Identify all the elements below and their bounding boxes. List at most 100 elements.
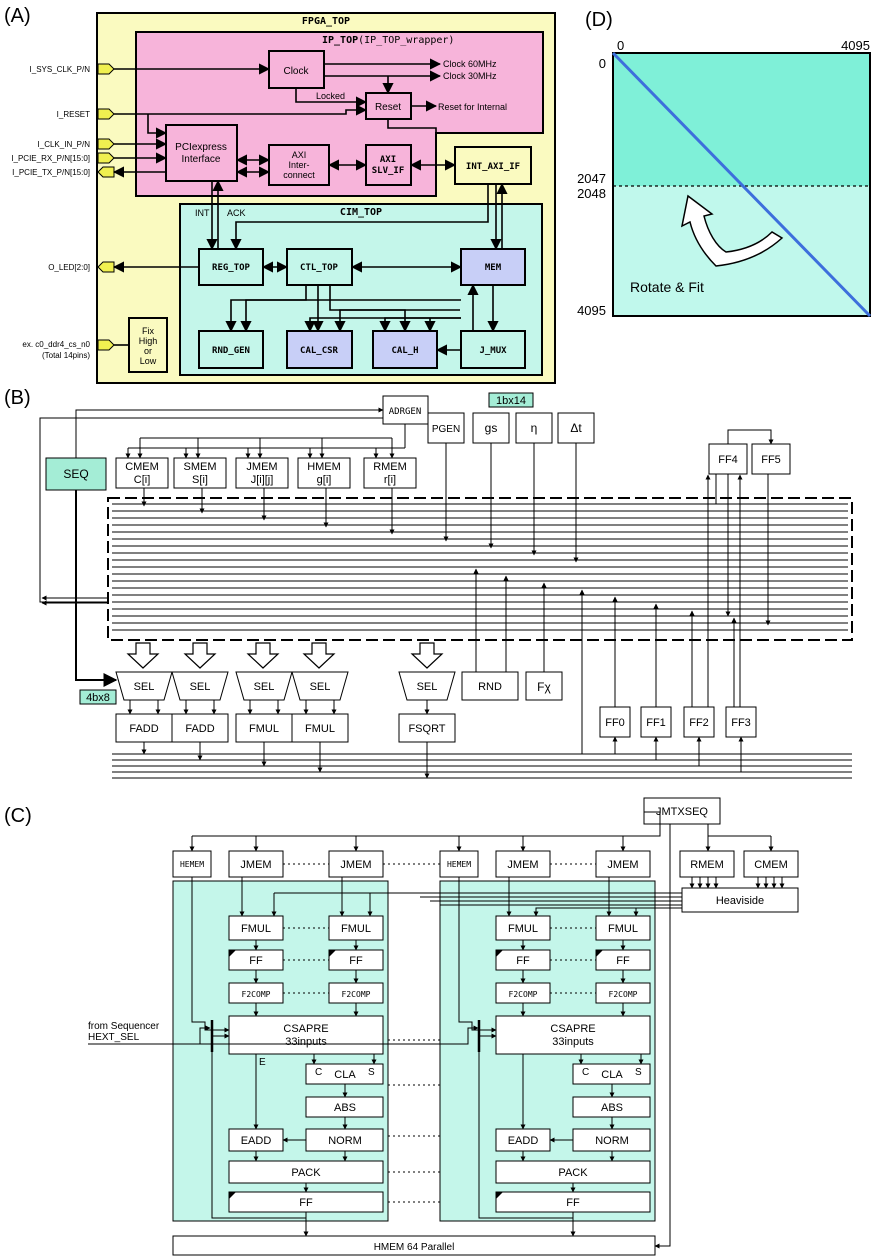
reg-top-label: REG_TOP	[212, 263, 251, 273]
lane-1-ff-out-label: FF	[299, 1197, 313, 1209]
lane-2-csapre	[495, 1015, 651, 1055]
rmem-block-c	[679, 850, 735, 878]
hemem-1-label: HEMEM	[180, 860, 204, 869]
pin-label-clk-in: I_CLK_IN_P/N	[38, 140, 91, 149]
fadd-1-label: FADD	[129, 723, 158, 735]
jmem-1a-label: JMEM	[240, 859, 271, 871]
hmem-parallel-label: HMEM 64 Parallel	[374, 1242, 455, 1253]
sel-5	[398, 671, 456, 701]
lane-1-pack-label: PACK	[291, 1167, 321, 1179]
sel-blocks	[115, 671, 456, 701]
d-row-2048: 2048	[577, 186, 606, 201]
jmem-2b-block	[595, 850, 651, 878]
top-memories	[172, 850, 799, 913]
matrix-top-region	[613, 53, 870, 186]
panel-a-wires	[112, 58, 508, 356]
jmem-2a-label: JMEM	[507, 859, 538, 871]
lane-1-norm-label: NORM	[328, 1135, 362, 1147]
smem-name: SMEM	[184, 461, 217, 473]
bus-arrow-5	[410, 642, 444, 669]
seq-block	[45, 457, 107, 491]
rotate-arrow	[680, 194, 784, 267]
panel-label-d: (D)	[585, 9, 613, 31]
lane-2-ff-ticks	[496, 950, 603, 1199]
matrix-frame	[612, 52, 871, 317]
lane-1-csapre-label-2: 33inputs	[285, 1036, 327, 1048]
pin-label-led: O_LED[2:0]	[48, 263, 90, 272]
d-row-2047: 2047	[577, 171, 606, 186]
lane-2-ff-b-label: FF	[616, 955, 630, 967]
output-bus-lines	[112, 753, 852, 779]
fmul-1-block	[235, 713, 293, 743]
sel-2	[171, 671, 229, 701]
lane-1-fmul-b	[328, 915, 384, 941]
lane-2-f2comp-a-label: F2COMP	[509, 990, 538, 999]
lane-1-e-label: E	[259, 1057, 266, 1068]
bus-frame	[107, 497, 853, 641]
int-label: INT	[195, 208, 210, 218]
matrix-diagonal	[611, 51, 872, 318]
d-axis-left: 0	[617, 38, 624, 53]
clock-label: Clock	[283, 66, 309, 77]
lane-2-f2comp-b-label: F2COMP	[609, 990, 638, 999]
fx-label: Fχ	[537, 680, 551, 694]
gs-block	[472, 412, 510, 444]
cal-h-label: CAL_H	[391, 346, 418, 356]
badge-1bx14	[488, 392, 534, 408]
axi-ic-label-2: Inter-	[288, 160, 309, 170]
axi-slv-block	[365, 144, 412, 186]
hmem-index: g[i]	[317, 474, 332, 486]
cal-csr-label: CAL_CSR	[300, 346, 339, 356]
jmtxseq-block	[643, 797, 721, 825]
ff0-label: FF0	[605, 717, 625, 729]
pin-label-ddr-2: (Total 14pins)	[42, 351, 90, 360]
locked-label: Locked	[316, 91, 345, 101]
lane-2-norm-label: NORM	[595, 1135, 629, 1147]
clock-60-label: Clock 60MHz	[443, 59, 497, 69]
fix-label-3: or	[144, 346, 152, 356]
fix-block	[128, 317, 168, 373]
lane-2-eadd-label: EADD	[508, 1135, 539, 1147]
pin-label-rx: I_PCIE_RX_P/N[15:0]	[11, 154, 90, 163]
panel-c: (C) JMTXSEQ HEMEM JMEM JMEM HEMEM JMEM J…	[4, 797, 799, 1256]
lane-1-s-label: S	[368, 1067, 375, 1078]
rnd-label: RND	[478, 681, 502, 693]
pin-sys-clk	[97, 63, 115, 75]
d-row-bottom: 4095	[577, 303, 606, 318]
fsqrt-label: FSQRT	[408, 723, 445, 735]
ctl-top-label: CTL_TOP	[300, 263, 339, 273]
lane-1-csapre	[228, 1015, 384, 1055]
dotted-connectors	[283, 863, 596, 1203]
axi-slv-label-1: AXI	[380, 155, 396, 165]
d-axis-right: 4095	[841, 38, 870, 53]
jmem-1b-block	[328, 850, 384, 878]
ff1-label: FF1	[646, 717, 666, 729]
rotate-fit-label: Rotate & Fit	[630, 279, 704, 295]
bus-arrow-2	[183, 642, 217, 669]
pcie-label-1: PCIexpress	[175, 142, 227, 153]
fadd-2-label: FADD	[185, 723, 214, 735]
ip-top-label: IP_TOP(IP_TOP_wrapper)	[322, 35, 454, 46]
lane-2-cla-label: CLA	[601, 1069, 623, 1081]
smem-block	[173, 457, 227, 489]
lane-1-abs-label: ABS	[334, 1102, 356, 1114]
pin-rx	[97, 152, 115, 164]
hmem-name: HMEM	[307, 461, 341, 473]
rmem-name: RMEM	[373, 461, 407, 473]
jmtxseq-label: JMTXSEQ	[656, 806, 708, 818]
param-blocks: PGEN gs η Δt	[427, 412, 595, 444]
reset-internal-label: Reset for Internal	[438, 102, 507, 112]
lane-2-blocks	[495, 915, 651, 1213]
reset-label: Reset	[375, 102, 401, 113]
panel-d: (D) 0 4095 0 2047 2048 4095 Rotate & Fit	[577, 9, 872, 318]
ff0-block	[599, 706, 631, 738]
d-row-top: 0	[599, 56, 606, 71]
jmem-name: JMEM	[246, 461, 277, 473]
lane-2-pack-label: PACK	[558, 1167, 588, 1179]
hmem-block	[297, 457, 351, 489]
heaviside-block	[681, 887, 799, 913]
clock-block	[268, 50, 325, 89]
hemem-2-label: HEMEM	[447, 860, 471, 869]
fix-label-4: Low	[140, 356, 157, 366]
